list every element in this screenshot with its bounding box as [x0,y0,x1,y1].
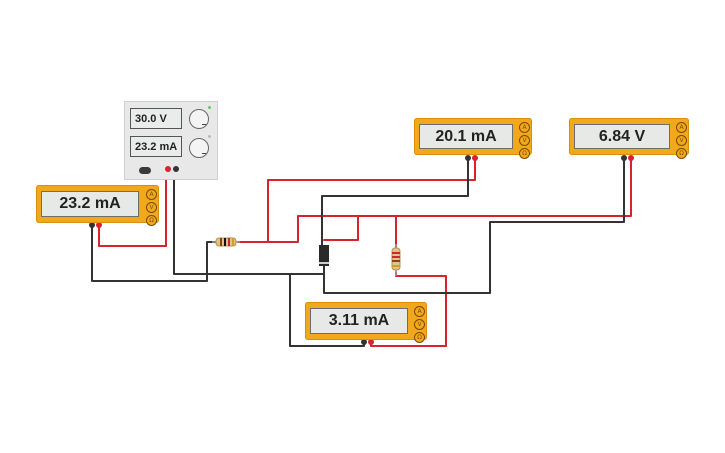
resistor-horizontal-icon [212,237,240,247]
status-led-icon [208,135,211,138]
meter-mode-buttons: A V Ω [414,306,425,345]
mode-ohm-button[interactable]: Ω [519,148,530,159]
ammeter-branch-top[interactable]: 20.1 mA A V Ω [414,118,532,159]
voltmeter[interactable]: 6.84 V A V Ω [569,118,689,159]
voltage-display: 30.0 V [130,108,182,129]
wire-supply-to-meter1 [98,170,167,247]
ammeter-branch-bottom[interactable]: 3.11 mA A V Ω [305,302,427,343]
wire-r1-to-meter2 [237,159,476,243]
meter-display: 20.1 mA [419,124,513,149]
meter-display: 3.11 mA [310,308,408,334]
mode-ohm-button[interactable]: Ω [414,332,425,343]
current-display: 23.2 mA [130,136,182,157]
status-led-icon [208,106,211,109]
resistor-vertical-icon [391,244,401,276]
power-switch[interactable] [139,167,151,174]
mode-a-button[interactable]: A [519,122,530,133]
mode-a-button[interactable]: A [414,306,425,317]
wire-r1-to-voltmeter [237,159,632,243]
meter-mode-buttons: A V Ω [676,122,687,161]
mode-a-button[interactable]: A [146,189,157,200]
mode-a-button[interactable]: A [676,122,687,133]
current-knob[interactable] [189,138,209,158]
negative-terminal-icon[interactable] [173,166,179,172]
mode-v-button[interactable]: V [676,135,687,146]
wire-supply-negative [173,170,325,275]
mode-ohm-button[interactable]: Ω [676,148,687,159]
mode-v-button[interactable]: V [519,135,530,146]
voltage-knob[interactable] [189,109,209,129]
wire-diode-to-ground [323,159,625,294]
meter-mode-buttons: A V Ω [519,122,530,161]
meter-display: 23.2 mA [41,191,139,217]
mode-v-button[interactable]: V [414,319,425,330]
wire-to-r2 [323,215,397,249]
diode-icon [319,245,329,266]
ammeter-supply[interactable]: 23.2 mA A V Ω [36,185,159,226]
mode-ohm-button[interactable]: Ω [146,215,157,226]
power-supply[interactable]: 30.0 V 23.2 mA [124,101,218,180]
wire-meter2-to-diode [321,159,469,246]
positive-terminal-icon[interactable] [165,166,171,172]
wire-meter1-black [91,226,217,282]
mode-v-button[interactable]: V [146,202,157,213]
meter-display: 6.84 V [574,124,670,149]
meter-mode-buttons: A V Ω [146,189,157,228]
